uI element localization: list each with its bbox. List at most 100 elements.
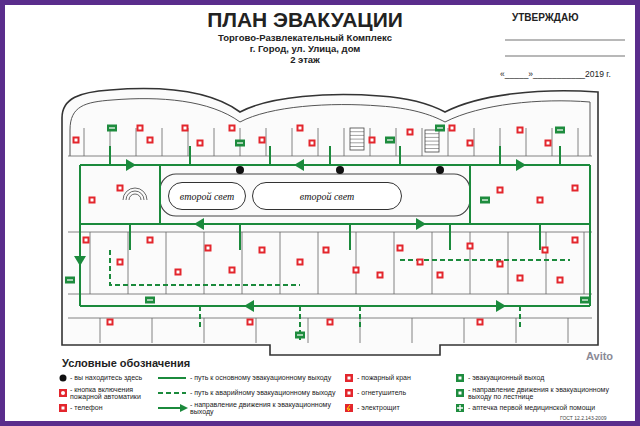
atrium-void: второй свет [252, 182, 402, 210]
emergency-route [400, 259, 570, 261]
exit-sign [435, 125, 445, 132]
fire-symbol [137, 125, 144, 132]
stair-block [350, 128, 364, 150]
legend-sample [158, 393, 186, 394]
legend-text: - путь к основному эвакуационному выходу [190, 374, 331, 381]
wall-line [152, 318, 153, 343]
fire-symbol [259, 247, 266, 254]
stair-arc [123, 188, 147, 200]
route-arrow [416, 218, 426, 230]
plan-label: ГОСТ 12.2.143-2009 [560, 416, 606, 422]
fire-symbol-mark [231, 269, 234, 272]
legend-sample [345, 374, 353, 382]
fire-symbol-mark [149, 139, 152, 142]
fire-symbol-mark [109, 321, 112, 324]
fire-symbol-mark [207, 247, 210, 250]
fire-symbol [557, 277, 564, 284]
route-sample [158, 377, 186, 379]
main-route [539, 224, 541, 250]
wall-line [568, 318, 569, 343]
wall-line [396, 128, 397, 156]
fire-symbol-mark [399, 247, 402, 250]
main-route [239, 224, 241, 250]
emergency-route [519, 306, 521, 330]
fire-symbol [517, 127, 524, 134]
wall-line [136, 128, 137, 156]
page-frame [3, 3, 638, 424]
stair-step [425, 137, 439, 138]
plan-label: «_____»___________2019 г. [500, 70, 611, 79]
fire-symbol-mark [261, 249, 264, 252]
exit-sign [145, 297, 155, 304]
exit-sign-arrow [109, 127, 115, 128]
fire-symbol-mark [499, 189, 502, 192]
fire-symbol [297, 125, 304, 132]
main-route [589, 165, 591, 306]
exit-sign [235, 140, 245, 147]
wall-line [214, 128, 215, 156]
exit-sign-arrow [237, 142, 243, 143]
wall-line [360, 318, 361, 343]
wall-line [242, 232, 243, 294]
wall-line [526, 128, 527, 156]
atrium-outline [160, 174, 470, 216]
legend-sample [59, 389, 67, 397]
legend-sample [59, 404, 67, 412]
fire-symbol [417, 259, 424, 266]
wall-line [292, 128, 293, 156]
plan-title: ПЛАН ЭВАКУАЦИИ [207, 8, 403, 31]
fire-symbol-mark [539, 199, 542, 202]
wall-line [448, 128, 449, 156]
stair-step [425, 144, 439, 145]
fire-symbol-mark [299, 127, 302, 130]
stair-arc [126, 191, 144, 200]
dot-sample [60, 375, 67, 382]
fire-symbol-mark [371, 139, 374, 142]
wall-line [516, 318, 517, 343]
legend-text: - направление движения к эвакуационному … [468, 386, 628, 401]
fire-symbol [542, 247, 549, 254]
fire-symbol [117, 185, 124, 192]
legend-text: - вы находитесь здесь [70, 374, 142, 381]
route-arrow [74, 256, 86, 266]
fire-symbol [477, 319, 484, 326]
fire-symbol-mark [559, 279, 562, 282]
legend-sample [345, 404, 353, 412]
fire-symbol-mark [75, 139, 78, 142]
wall-line [344, 128, 345, 156]
fire-symbol [117, 259, 124, 266]
fire-symbol [107, 319, 114, 326]
fire-symbol-mark [439, 274, 442, 277]
fire-symbol-mark [479, 321, 482, 324]
symbol-sample [59, 404, 67, 412]
wall-line [546, 232, 547, 294]
exit-sign [480, 197, 490, 204]
emergency-route [110, 250, 300, 285]
fire-symbol [89, 197, 96, 204]
arrow-sample [180, 404, 188, 412]
fire-symbol [449, 125, 456, 132]
fire-symbol-mark [574, 239, 577, 242]
exit-sign [580, 297, 590, 304]
route-sample [158, 392, 186, 394]
main-route [80, 305, 590, 307]
fire-symbol-mark [409, 131, 412, 134]
signature-line [505, 56, 625, 57]
fire-symbol-mark [544, 249, 547, 252]
legend-sample [456, 374, 464, 382]
exit-sign-arrow [437, 127, 443, 128]
fire-symbol [297, 259, 304, 266]
route-arrow [294, 159, 304, 171]
fire-symbol-mark [261, 139, 264, 142]
exit-sign-arrow [147, 299, 153, 300]
stair-step [425, 148, 439, 149]
fire-symbol [467, 243, 474, 250]
exit-sign-arrow [557, 129, 563, 130]
stair-step [350, 135, 364, 136]
main-route [159, 165, 161, 224]
fire-symbol-mark [519, 277, 522, 280]
fire-symbol [229, 125, 236, 132]
symbol-mark [459, 392, 462, 395]
fire-symbol [229, 267, 236, 274]
